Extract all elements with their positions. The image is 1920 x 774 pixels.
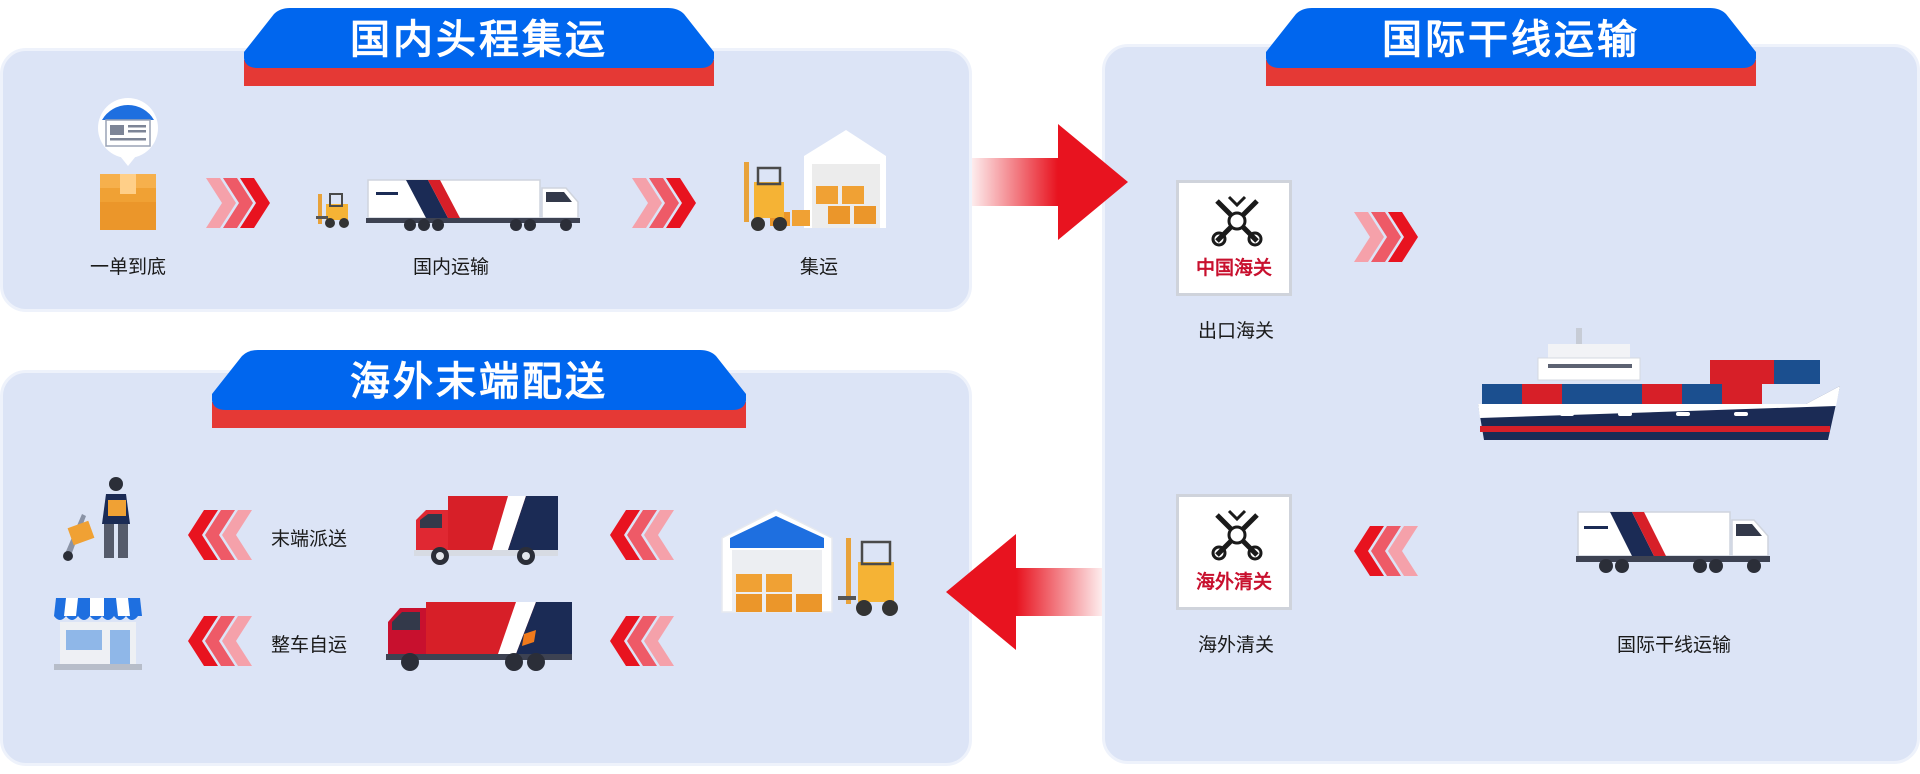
overseas-title: 海外末端配送 [350, 359, 608, 405]
lorry-icon [386, 602, 572, 671]
store-icon [54, 598, 142, 670]
step-label: 出口海关 [1197, 320, 1274, 342]
international-title: 国际干线运输 [1382, 17, 1640, 63]
document-bubble-icon [98, 98, 158, 166]
overseas-title-tab: 海外末端配送 [212, 348, 746, 428]
chevron-icon [610, 510, 674, 560]
courier-icon [63, 477, 130, 561]
international-title-tab: 国际干线运输 [1266, 6, 1756, 86]
semi-truck-icon [366, 179, 580, 231]
customs-badge-text: 中国海关 [1195, 257, 1272, 279]
chevron-icon [1354, 526, 1418, 576]
overseas-customs-badge: 海外清关 [1176, 494, 1292, 610]
step-label: 一单到底 [89, 256, 166, 278]
flow-arrow-icon [946, 534, 1102, 650]
chevron-icon [632, 178, 696, 228]
cargo-ship-icon [1478, 328, 1840, 440]
step-label: 末端派送 [270, 528, 347, 550]
chevron-icon [206, 178, 270, 228]
domestic-title-tab: 国内头程集运 [244, 6, 714, 86]
step-label: 国际干线运输 [1616, 634, 1731, 656]
domestic-title: 国内头程集运 [350, 17, 608, 63]
chevron-icon [1354, 212, 1418, 262]
box-truck-icon [1576, 511, 1770, 573]
forklift-icon [316, 193, 349, 228]
step-label: 集运 [799, 256, 838, 278]
step-label: 整车自运 [270, 634, 347, 656]
chevron-icon [188, 510, 252, 560]
china-customs-badge: 中国海关 [1176, 180, 1292, 296]
parcel-icon [100, 174, 156, 230]
warehouse-icon [721, 509, 898, 616]
step-label: 国内运输 [412, 256, 489, 278]
customs-emblem-icon [1211, 195, 1263, 247]
step-label: 海外清关 [1197, 634, 1274, 656]
chevron-icon [610, 616, 674, 666]
chevron-icon [188, 616, 252, 666]
customs-badge-text: 海外清关 [1195, 571, 1272, 593]
warehouse-icon [744, 130, 886, 231]
customs-emblem-icon [1211, 509, 1263, 561]
box-truck-icon [414, 496, 558, 565]
flow-arrow-icon [972, 124, 1128, 240]
